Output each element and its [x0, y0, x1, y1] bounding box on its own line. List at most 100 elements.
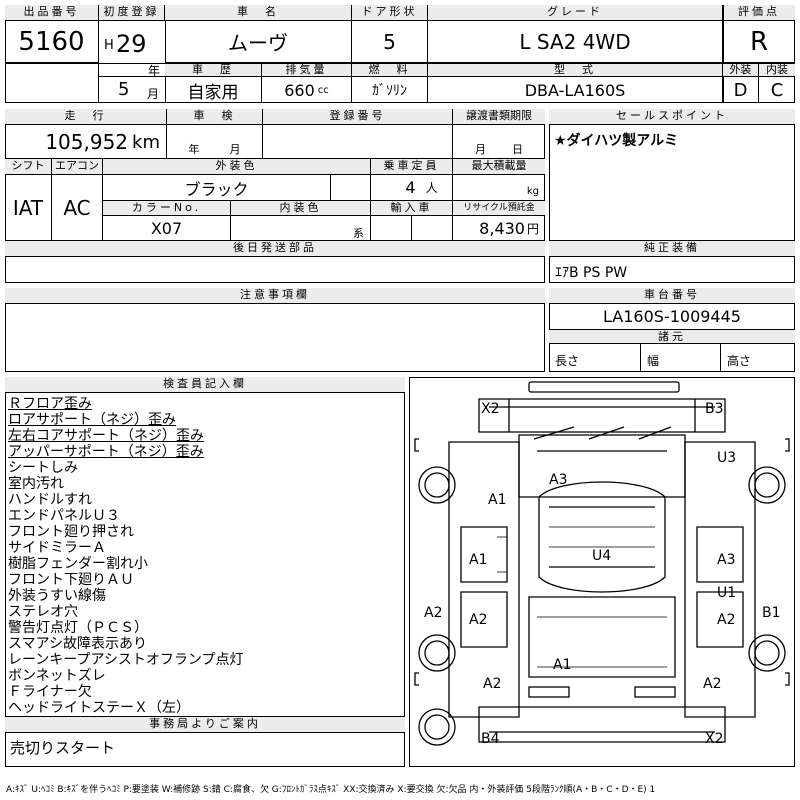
damage-mark: A2	[424, 605, 443, 621]
inspector-note: ステレオ穴	[8, 604, 78, 620]
office-note: 売切りスタート	[10, 739, 116, 757]
load: kg	[453, 175, 545, 201]
recycle-label: リサイクル預託金	[453, 201, 545, 216]
int-label: 内装	[759, 63, 795, 77]
damage-mark: A1	[469, 552, 488, 568]
regno-label: 登録番号	[263, 109, 453, 125]
inspector-note: 警告灯点灯（ＰＣＳ）	[8, 620, 148, 636]
import-b	[412, 216, 453, 241]
inspector-note: 室内汚れ	[8, 476, 64, 492]
spec-width: 幅	[641, 344, 721, 372]
reg-month-unit: 月	[147, 87, 160, 101]
seats: 4 人	[371, 175, 453, 201]
regno	[263, 125, 453, 159]
chassis-label: 車台番号	[549, 288, 795, 304]
later-label: 後日発送部品	[5, 241, 545, 257]
sales-box	[549, 109, 795, 241]
mileage-label: 走 行	[5, 109, 167, 125]
damage-mark: U3	[717, 450, 737, 466]
reg-divider	[99, 76, 165, 77]
displacement: 660 cc	[262, 77, 352, 103]
equip-label: 純正装備	[549, 241, 795, 257]
name-label: 車 名	[165, 5, 352, 21]
intcolor-label: 内装色	[231, 201, 371, 216]
inspector-note: エンドパネルＵ３	[8, 508, 120, 524]
damage-mark: A2	[717, 612, 736, 628]
inspector-note: フロント廻り押され	[8, 524, 134, 540]
inspector-note: ロアサポート（ネジ）歪み	[8, 412, 176, 428]
inspector-note: 外装うすい線傷	[8, 588, 106, 604]
transfer-d: 日	[512, 143, 523, 156]
spec-length: 長さ	[549, 344, 641, 372]
import-a	[371, 216, 412, 241]
lot-number: 5160	[5, 21, 99, 63]
lot-label: 出品番号	[5, 5, 99, 21]
inspect-y: 年	[188, 143, 200, 156]
inspector-note: 樹脂フェンダー割れ小	[8, 556, 148, 572]
inspect-m: 月	[229, 143, 241, 156]
inspector-note: フロント下廻りＡＵ	[8, 572, 134, 588]
recycle-value: 8,430	[479, 219, 525, 238]
office-label: 事務局よりご案内	[5, 717, 405, 733]
fuel-label: 燃 料	[352, 63, 428, 77]
transfer-cell: 月 日	[453, 125, 545, 159]
door-type: 5	[352, 21, 428, 63]
ext-grade: D	[723, 77, 759, 103]
transfer-m: 月	[475, 143, 486, 156]
disp-value: 660	[284, 80, 315, 100]
shift-label: シフト	[5, 159, 52, 175]
disp-label: 排気量	[262, 63, 352, 77]
fuel: ｶﾞｿﾘﾝ	[352, 77, 428, 103]
damage-mark: U1	[717, 585, 737, 601]
ac: AC	[52, 175, 103, 241]
import-label: 輸入車	[371, 201, 453, 216]
damage-mark: B3	[705, 401, 724, 417]
inspector-note: ヘッドライトステーＸ（左）	[8, 700, 190, 716]
reg-era: H	[104, 38, 114, 53]
inspector-note: スマアシ故障表示あり	[8, 636, 148, 652]
int-grade: C	[770, 79, 784, 101]
inspector-note: サイドミラーＡ	[8, 540, 106, 556]
mileage: 105,952 km	[5, 125, 167, 159]
history-label: 車 歴	[165, 63, 262, 77]
damage-mark: A3	[717, 552, 736, 568]
door-label: ドア形状	[352, 5, 428, 21]
color: ブラック	[103, 175, 331, 201]
inspector-note: ボンネットズレ	[8, 668, 106, 684]
damage-mark: X2	[705, 731, 724, 747]
transfer-label: 譲渡書類期限	[453, 109, 545, 125]
inspector-note: Ｆライナー欠	[8, 684, 92, 700]
inspector-note: 左右コアサポート（ネジ）歪み	[8, 428, 204, 444]
inspector-note: Ｒフロア歪み	[8, 396, 92, 412]
lot-blank	[5, 63, 99, 103]
seats-label: 乗車定員	[371, 159, 453, 175]
sales-point: ★ダイハツ製アルミ	[554, 133, 679, 149]
damage-mark: A2	[483, 676, 502, 692]
inspect-cell: 年 月	[167, 125, 263, 159]
damage-mark: A2	[703, 676, 722, 692]
reg-month: 5	[118, 79, 130, 100]
legend: A:ｷｽﾞ U:ﾍｺﾐ B:ｷｽﾞを伴うﾍｺﾐ P:要塗装 W:補修跡 S:錆 …	[6, 785, 656, 795]
sales-label: セールスポイント	[549, 109, 795, 125]
grade: L SA2 4WD	[428, 21, 723, 63]
inspector-note: アッパーサポート（ネジ）歪み	[8, 444, 204, 460]
equipment: ｴｱB PS PW	[555, 265, 628, 281]
damage-mark: U4	[592, 548, 612, 564]
colorno: X07	[103, 216, 231, 241]
inspector-label: 検査員記入欄	[5, 377, 405, 393]
spec-label: 諸元	[549, 330, 795, 344]
disp-unit: cc	[317, 84, 329, 96]
history: 自家用	[165, 77, 262, 103]
damage-mark: X2	[481, 401, 500, 417]
damage-mark: A3	[549, 472, 568, 488]
mileage-unit: km	[132, 131, 160, 153]
car-name: ムーヴ	[165, 21, 352, 63]
load-label: 最大積載量	[453, 159, 545, 175]
inspector-note: ハンドルすれ	[8, 492, 92, 508]
ext-label: 外装	[723, 63, 759, 77]
score-border	[723, 5, 724, 103]
reg-label: 初度登録	[99, 5, 165, 21]
inspector-note: シートしみ	[8, 460, 78, 476]
model: DBA-LA160S	[428, 77, 723, 103]
reg-border	[165, 5, 166, 103]
